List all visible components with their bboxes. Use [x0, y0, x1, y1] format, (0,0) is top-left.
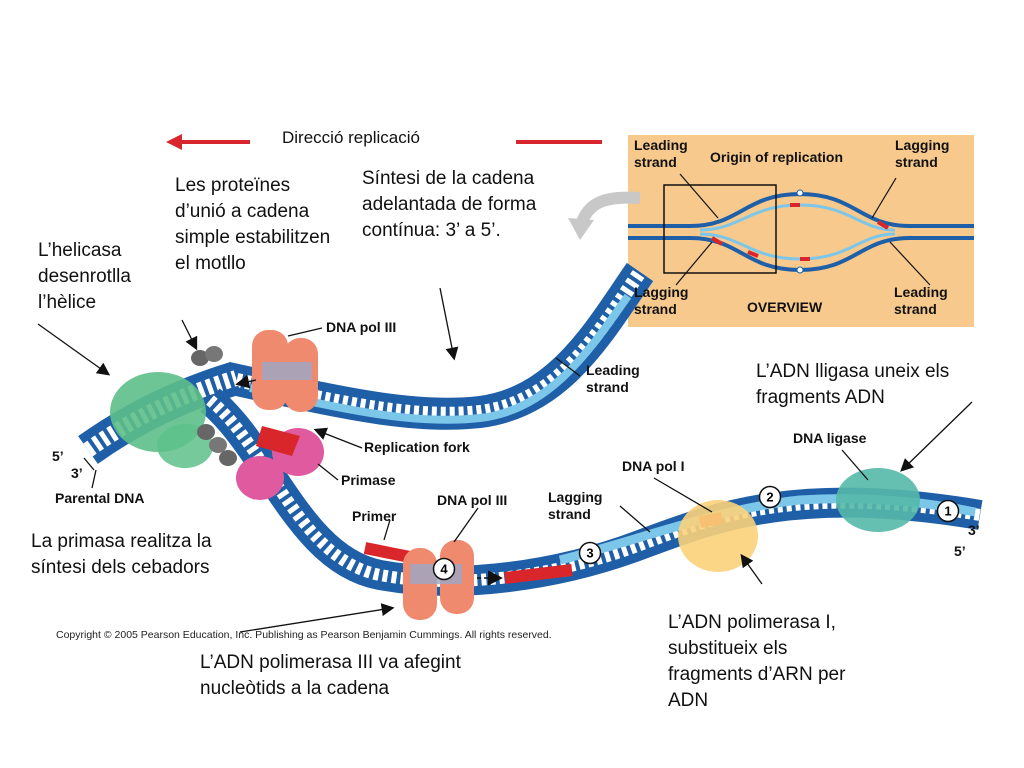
dna-pol-i-shape	[678, 500, 758, 572]
step-4-label: 4	[440, 562, 448, 577]
caption-helicase: L’helicasa desenrotlla l’hèlice	[38, 240, 131, 313]
direction-label: Direcció replicació	[282, 128, 420, 147]
step-3-label: 3	[586, 546, 593, 561]
label-5prime-left: 5’	[52, 448, 64, 464]
pointer-lines	[37, 287, 973, 633]
overview-panel	[628, 135, 974, 327]
label-replication-fork: Replication fork	[364, 439, 470, 455]
overview-leading-tl: Leading strand	[634, 137, 688, 170]
label-parental-dna: Parental DNA	[55, 490, 145, 506]
direction-arrow-left	[166, 134, 250, 150]
label-primase: Primase	[341, 472, 396, 488]
step-1-circle: 1	[936, 499, 960, 523]
step-2-circle: 2	[758, 485, 782, 509]
ssb-proteins	[191, 346, 237, 466]
label-primer: Primer	[352, 508, 397, 524]
dna-pol-iii-top-shape	[252, 330, 318, 412]
label-5prime-right: 5’	[954, 543, 966, 559]
overview-origin: Origin of replication	[710, 149, 844, 165]
caption-pol1: L’ADN polimerasa I, substitueix els frag…	[668, 612, 846, 711]
step-3-circle: 3	[578, 541, 602, 565]
step-4-circle: 4	[432, 557, 456, 581]
step-2-label: 2	[766, 490, 773, 505]
overview-title: OVERVIEW	[747, 299, 823, 315]
label-dna-pol-iii-bottom: DNA pol III	[437, 492, 508, 508]
caption-ssb: Les proteïnes d’unió a cadena simple est…	[175, 175, 331, 274]
primase-shape	[236, 426, 324, 500]
caption-primase: La primasa realitza la síntesi dels ceba…	[31, 531, 212, 578]
overview-lagging-bl: Lagging strand	[634, 284, 689, 317]
overview-lagging-tr: Lagging strand	[895, 137, 950, 170]
label-dna-pol-i: DNA pol I	[622, 458, 685, 474]
dna-ligase-shape	[836, 468, 920, 532]
label-3prime-right: 3’	[968, 522, 980, 538]
label-lagging-strand: Lagging strand	[548, 489, 603, 522]
overview-bubble	[628, 173, 974, 286]
label-3prime-left: 3’	[71, 465, 83, 481]
label-dna-pol-iii-top: DNA pol III	[326, 319, 397, 335]
overview-leading-br: Leading strand	[894, 284, 948, 317]
zoom-arrow	[576, 191, 641, 225]
label-dna-ligase: DNA ligase	[793, 430, 867, 446]
caption-ligase: L’ADN lligasa uneix els fragments ADN	[756, 361, 950, 408]
copyright: Copyright © 2005 Pearson Education, Inc.…	[56, 629, 552, 641]
helicase-arrow	[235, 374, 257, 389]
caption-pol3: L’ADN polimerasa III va afegint nucleòti…	[200, 652, 461, 699]
label-leading-strand: Leading strand	[586, 362, 640, 395]
step-1-label: 1	[944, 504, 951, 519]
caption-leading-synthesis: Síntesi de la cadena adelantada de forma…	[362, 168, 537, 241]
